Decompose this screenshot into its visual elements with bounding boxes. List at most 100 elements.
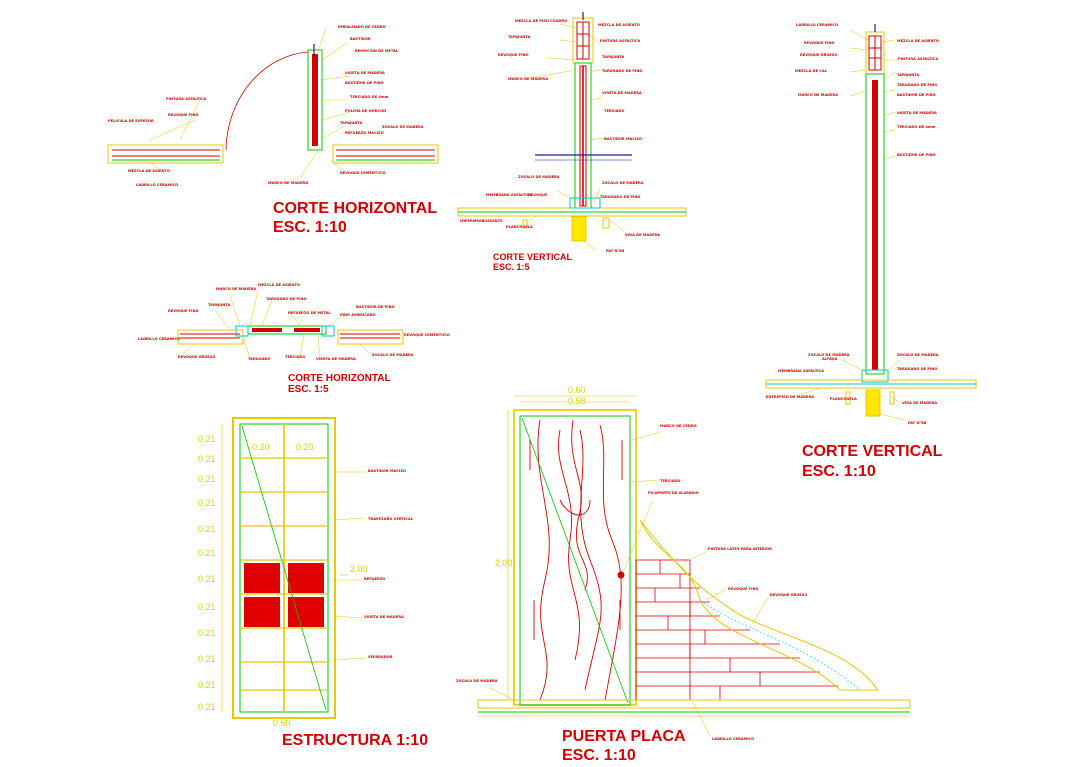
dim-col-4: 0.21 — [198, 498, 216, 508]
door-swing-arc — [225, 51, 309, 151]
note-picaporte: PICAPORTE DE ALUMINIO — [648, 491, 699, 495]
dim-door-height: 2.00 — [495, 558, 513, 568]
svg-text:PINO AMERICANO: PINO AMERICANO — [340, 313, 376, 317]
svg-text:MARCO DE MADERA: MARCO DE MADERA — [216, 287, 256, 291]
svg-text:TARUGADO DE PINO: TARUGADO DE PINO — [897, 83, 937, 87]
dim-col-5: 0.21 — [198, 524, 216, 534]
right-wall-section — [332, 144, 439, 164]
svg-text:LADRILLO CERAMICO: LADRILLO CERAMICO — [138, 337, 180, 341]
title-corte-horizontal-1-5: CORTE HORIZONTAL — [288, 373, 391, 384]
svg-text:PLANCHUELA: PLANCHUELA — [506, 225, 533, 229]
svg-text:MARCO DE MADERA: MARCO DE MADERA — [798, 93, 838, 97]
svg-text:BASTIDOR DE PINO: BASTIDOR DE PINO — [897, 93, 936, 97]
dim-structure-height: 2.00 — [350, 564, 368, 574]
svg-text:PAT N°88: PAT N°88 — [606, 249, 625, 253]
dim-col-11: 0.21 — [198, 680, 216, 690]
svg-text:PINTURA ASFALTICA: PINTURA ASFALTICA — [600, 39, 640, 43]
svg-text:VIGETA DE MADERA: VIGETA DE MADERA — [345, 71, 385, 75]
svg-text:ZOCALO DE MADERA: ZOCALO DE MADERA — [518, 175, 560, 179]
svg-text:POLIMA DE HORCON: POLIMA DE HORCON — [345, 109, 386, 113]
svg-text:MEZCLA DE CAL: MEZCLA DE CAL — [795, 69, 828, 73]
left-wall-section — [107, 144, 224, 164]
svg-text:BASTIDOR MACIZO: BASTIDOR MACIZO — [368, 469, 406, 473]
svg-text:TERCIADO: TERCIADO — [285, 355, 305, 359]
wood-grain — [529, 419, 623, 701]
svg-text:PINTURA LATEX PARA INTERIOR: PINTURA LATEX PARA INTERIOR — [708, 547, 772, 551]
svg-text:VIGETA DE MADERA: VIGETA DE MADERA — [364, 615, 404, 619]
svg-text:MEZCLA DE ASIENTO: MEZCLA DE ASIENTO — [598, 23, 640, 27]
svg-text:MEMBRANA ASFALTICA: MEMBRANA ASFALTICA — [486, 193, 532, 197]
title-estructura: ESTRUCTURA 1:10 — [282, 732, 428, 749]
svg-text:REFUERZO MACIZO: REFUERZO MACIZO — [345, 131, 384, 135]
lock-block-panel — [244, 563, 280, 593]
svg-text:ZOCALO DE MADERA: ZOCALO DE MADERA — [456, 679, 498, 683]
svg-text:PLANCHUELA: PLANCHUELA — [830, 397, 857, 401]
dim-col-9: 0.21 — [198, 628, 216, 638]
dim-col-6: 0.21 — [198, 548, 216, 558]
svg-text:ZOCALO DE MADERA: ZOCALO DE MADERA — [897, 353, 939, 357]
svg-text:ZOCALO DE MADERA: ZOCALO DE MADERA — [602, 181, 644, 185]
svg-text:MEZCLA DE PISO CUADRO: MEZCLA DE PISO CUADRO — [515, 19, 567, 23]
svg-text:REVOQUE GRUESO: REVOQUE GRUESO — [800, 53, 837, 57]
svg-text:BASTIDOR MACIZO: BASTIDOR MACIZO — [604, 137, 642, 141]
dim-col-3: 0.21 — [198, 474, 216, 484]
structure-outer-frame — [232, 417, 336, 719]
note-marco: MARCO DE CEDRO — [660, 424, 697, 428]
svg-text:TARUGADO DE PINO: TARUGADO DE PINO — [600, 195, 640, 199]
svg-text:REMOCION DE METAL: REMOCION DE METAL — [355, 49, 399, 53]
svg-text:MARCO DE MADERA: MARCO DE MADERA — [268, 181, 308, 185]
dim-panel-left: 0.20 — [252, 442, 270, 452]
detail-corte-vertical-1-5: MEZCLA DE PISO CUADRO TAPAJUNTA REVOQUE … — [457, 12, 687, 272]
svg-text:BASTIDOR: BASTIDOR — [350, 37, 371, 41]
svg-text:REVOQUE GRUESO: REVOQUE GRUESO — [178, 355, 215, 359]
svg-text:VIGETA DE MADERA: VIGETA DE MADERA — [897, 111, 937, 115]
dim-col-1: 0.21 — [198, 434, 216, 444]
scale-corte-horizontal-1-10: ESC. 1:10 — [273, 219, 347, 236]
svg-text:TERCIADO DE 4mm: TERCIADO DE 4mm — [350, 95, 389, 99]
svg-text:TAPAJUNTA: TAPAJUNTA — [340, 121, 362, 125]
svg-text:REVOQUE FINO: REVOQUE FINO — [168, 309, 199, 313]
scale-puerta-placa: ESC. 1:10 — [562, 747, 636, 764]
dim-col-7: 0.21 — [198, 574, 216, 584]
svg-text:TARUGADO: TARUGADO — [248, 357, 270, 361]
svg-text:BASTIDOR DE PINO: BASTIDOR DE PINO — [356, 305, 395, 309]
svg-text:PAT N°88: PAT N°88 — [908, 421, 927, 425]
svg-text:MEZCLA DE ASIENTO: MEZCLA DE ASIENTO — [258, 283, 300, 287]
scale-corte-horizontal-1-5: ESC. 1:5 — [288, 384, 329, 395]
svg-text:BASTIDOR DE PINO: BASTIDOR DE PINO — [345, 81, 384, 85]
svg-text:TERCIADO DE 4mm: TERCIADO DE 4mm — [897, 125, 936, 129]
svg-text:TARUGADO DE PINO: TARUGADO DE PINO — [897, 367, 937, 371]
detail-corte-horizontal-1-10: EMPALMADO DE CEDRO BASTIDOR REMOCION DE … — [107, 25, 439, 236]
svg-text:TAPAJUNTA: TAPAJUNTA — [208, 303, 230, 307]
svg-text:LADRILLO CERAMICO: LADRILLO CERAMICO — [796, 23, 838, 27]
detail-corte-vertical-1-10: LADRILLO CERAMICO REVOQUE FINO REVOQUE G… — [765, 23, 977, 480]
svg-text:TERCIADO: TERCIADO — [604, 109, 624, 113]
svg-text:ENTREPISO DE MADERA: ENTREPISO DE MADERA — [766, 395, 814, 399]
note-terciado: TERCIADO — [660, 479, 680, 483]
svg-text:EMPALMADO DE CEDRO: EMPALMADO DE CEDRO — [338, 25, 386, 29]
dim-col-12: 0.21 — [198, 702, 216, 712]
dim-door-width-outer: 0.60 — [568, 385, 586, 395]
svg-text:REVOQUE: REVOQUE — [528, 193, 548, 197]
svg-text:LADRILLO CERAMICO: LADRILLO CERAMICO — [712, 737, 754, 741]
lock-block-panel — [244, 597, 280, 627]
svg-text:PELICULA DE ESPESOR: PELICULA DE ESPESOR — [108, 119, 154, 123]
door-handle-icon — [617, 571, 625, 579]
svg-text:TARUGADO DE PINO: TARUGADO DE PINO — [266, 297, 306, 301]
svg-text:BASTIDOR DE PINO: BASTIDOR DE PINO — [897, 153, 936, 157]
lock-block-panel — [288, 563, 324, 593]
svg-text:REFUERZO: REFUERZO — [364, 577, 385, 581]
svg-text:VIGETA DE MADERA: VIGETA DE MADERA — [602, 91, 642, 95]
svg-text:MEMBRANA ASFALTICA: MEMBRANA ASFALTICA — [778, 369, 824, 373]
svg-text:SEPARADOR: SEPARADOR — [368, 655, 393, 659]
svg-text:ZOCALO DE MADERA: ZOCALO DE MADERA — [372, 353, 414, 357]
svg-text:REVOQUE GRUESO: REVOQUE GRUESO — [770, 593, 807, 597]
lock-block-panel — [288, 597, 324, 627]
svg-text:MARCO DE MADERA: MARCO DE MADERA — [508, 77, 548, 81]
svg-text:VIGA DE MADERA: VIGA DE MADERA — [625, 233, 660, 237]
detail-estructura: 0.21 0.21 0.21 0.21 0.21 0.21 0.21 0.21 … — [198, 417, 428, 749]
svg-text:VIGA DE MADERA: VIGA DE MADERA — [902, 401, 937, 405]
svg-text:VIGETA DE MADERA: VIGETA DE MADERA — [316, 357, 356, 361]
svg-text:REVOQUE FINO: REVOQUE FINO — [804, 41, 835, 45]
